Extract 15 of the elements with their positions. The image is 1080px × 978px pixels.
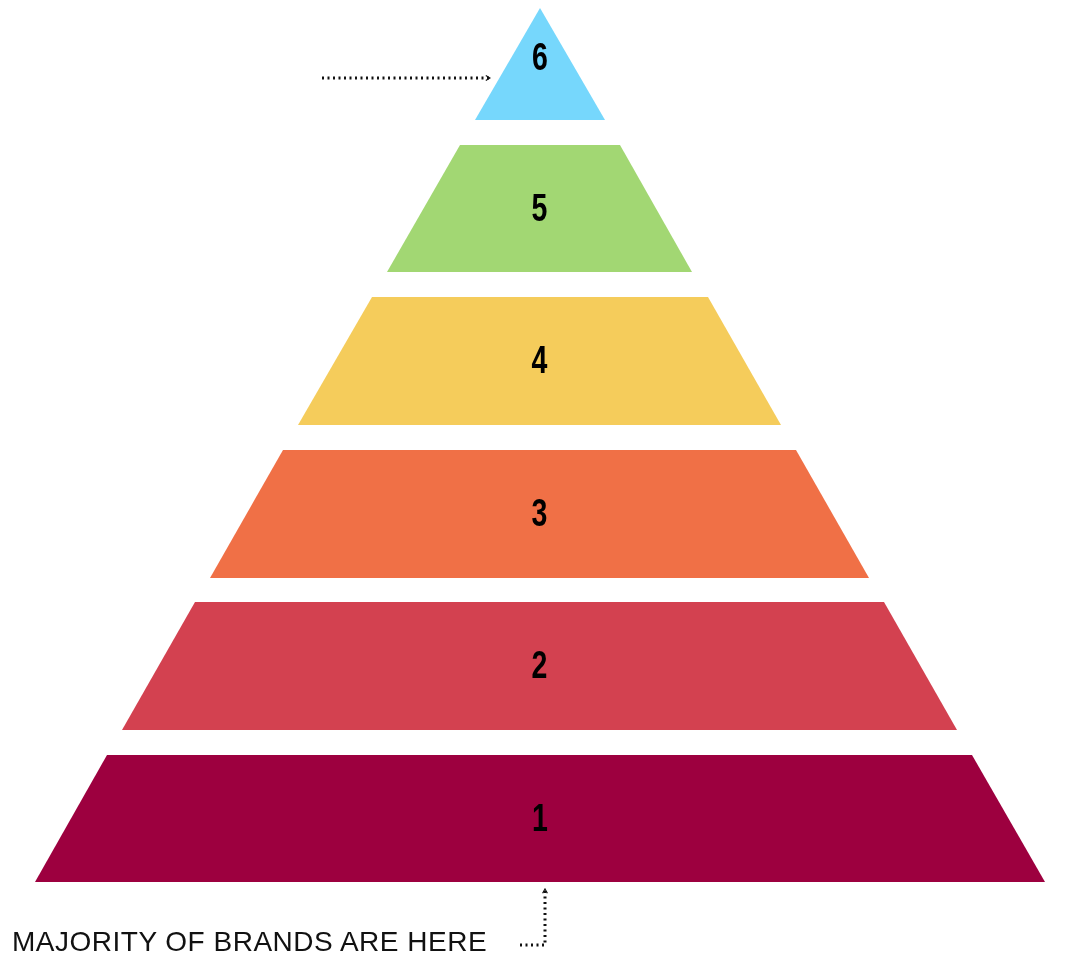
layer-number: 6: [531, 36, 549, 79]
pyramid-layer: [210, 450, 869, 578]
pyramid-layer: [122, 602, 957, 730]
layer-number: 2: [530, 644, 549, 687]
layer-number: 4: [530, 339, 549, 382]
pyramid-layer: [298, 297, 781, 425]
layer-number: 3: [530, 492, 549, 535]
pyramid-layer: [475, 8, 605, 120]
pyramid-layer: [35, 755, 1045, 882]
pyramid-layer: [387, 145, 692, 272]
dotted-arrow: [322, 75, 491, 81]
layer-number: 1: [531, 796, 549, 840]
note-text: MAJORITY OF BRANDS ARE HERE: [12, 926, 488, 958]
layer-number: 5: [530, 186, 549, 230]
dotted-arrow: [520, 888, 548, 947]
